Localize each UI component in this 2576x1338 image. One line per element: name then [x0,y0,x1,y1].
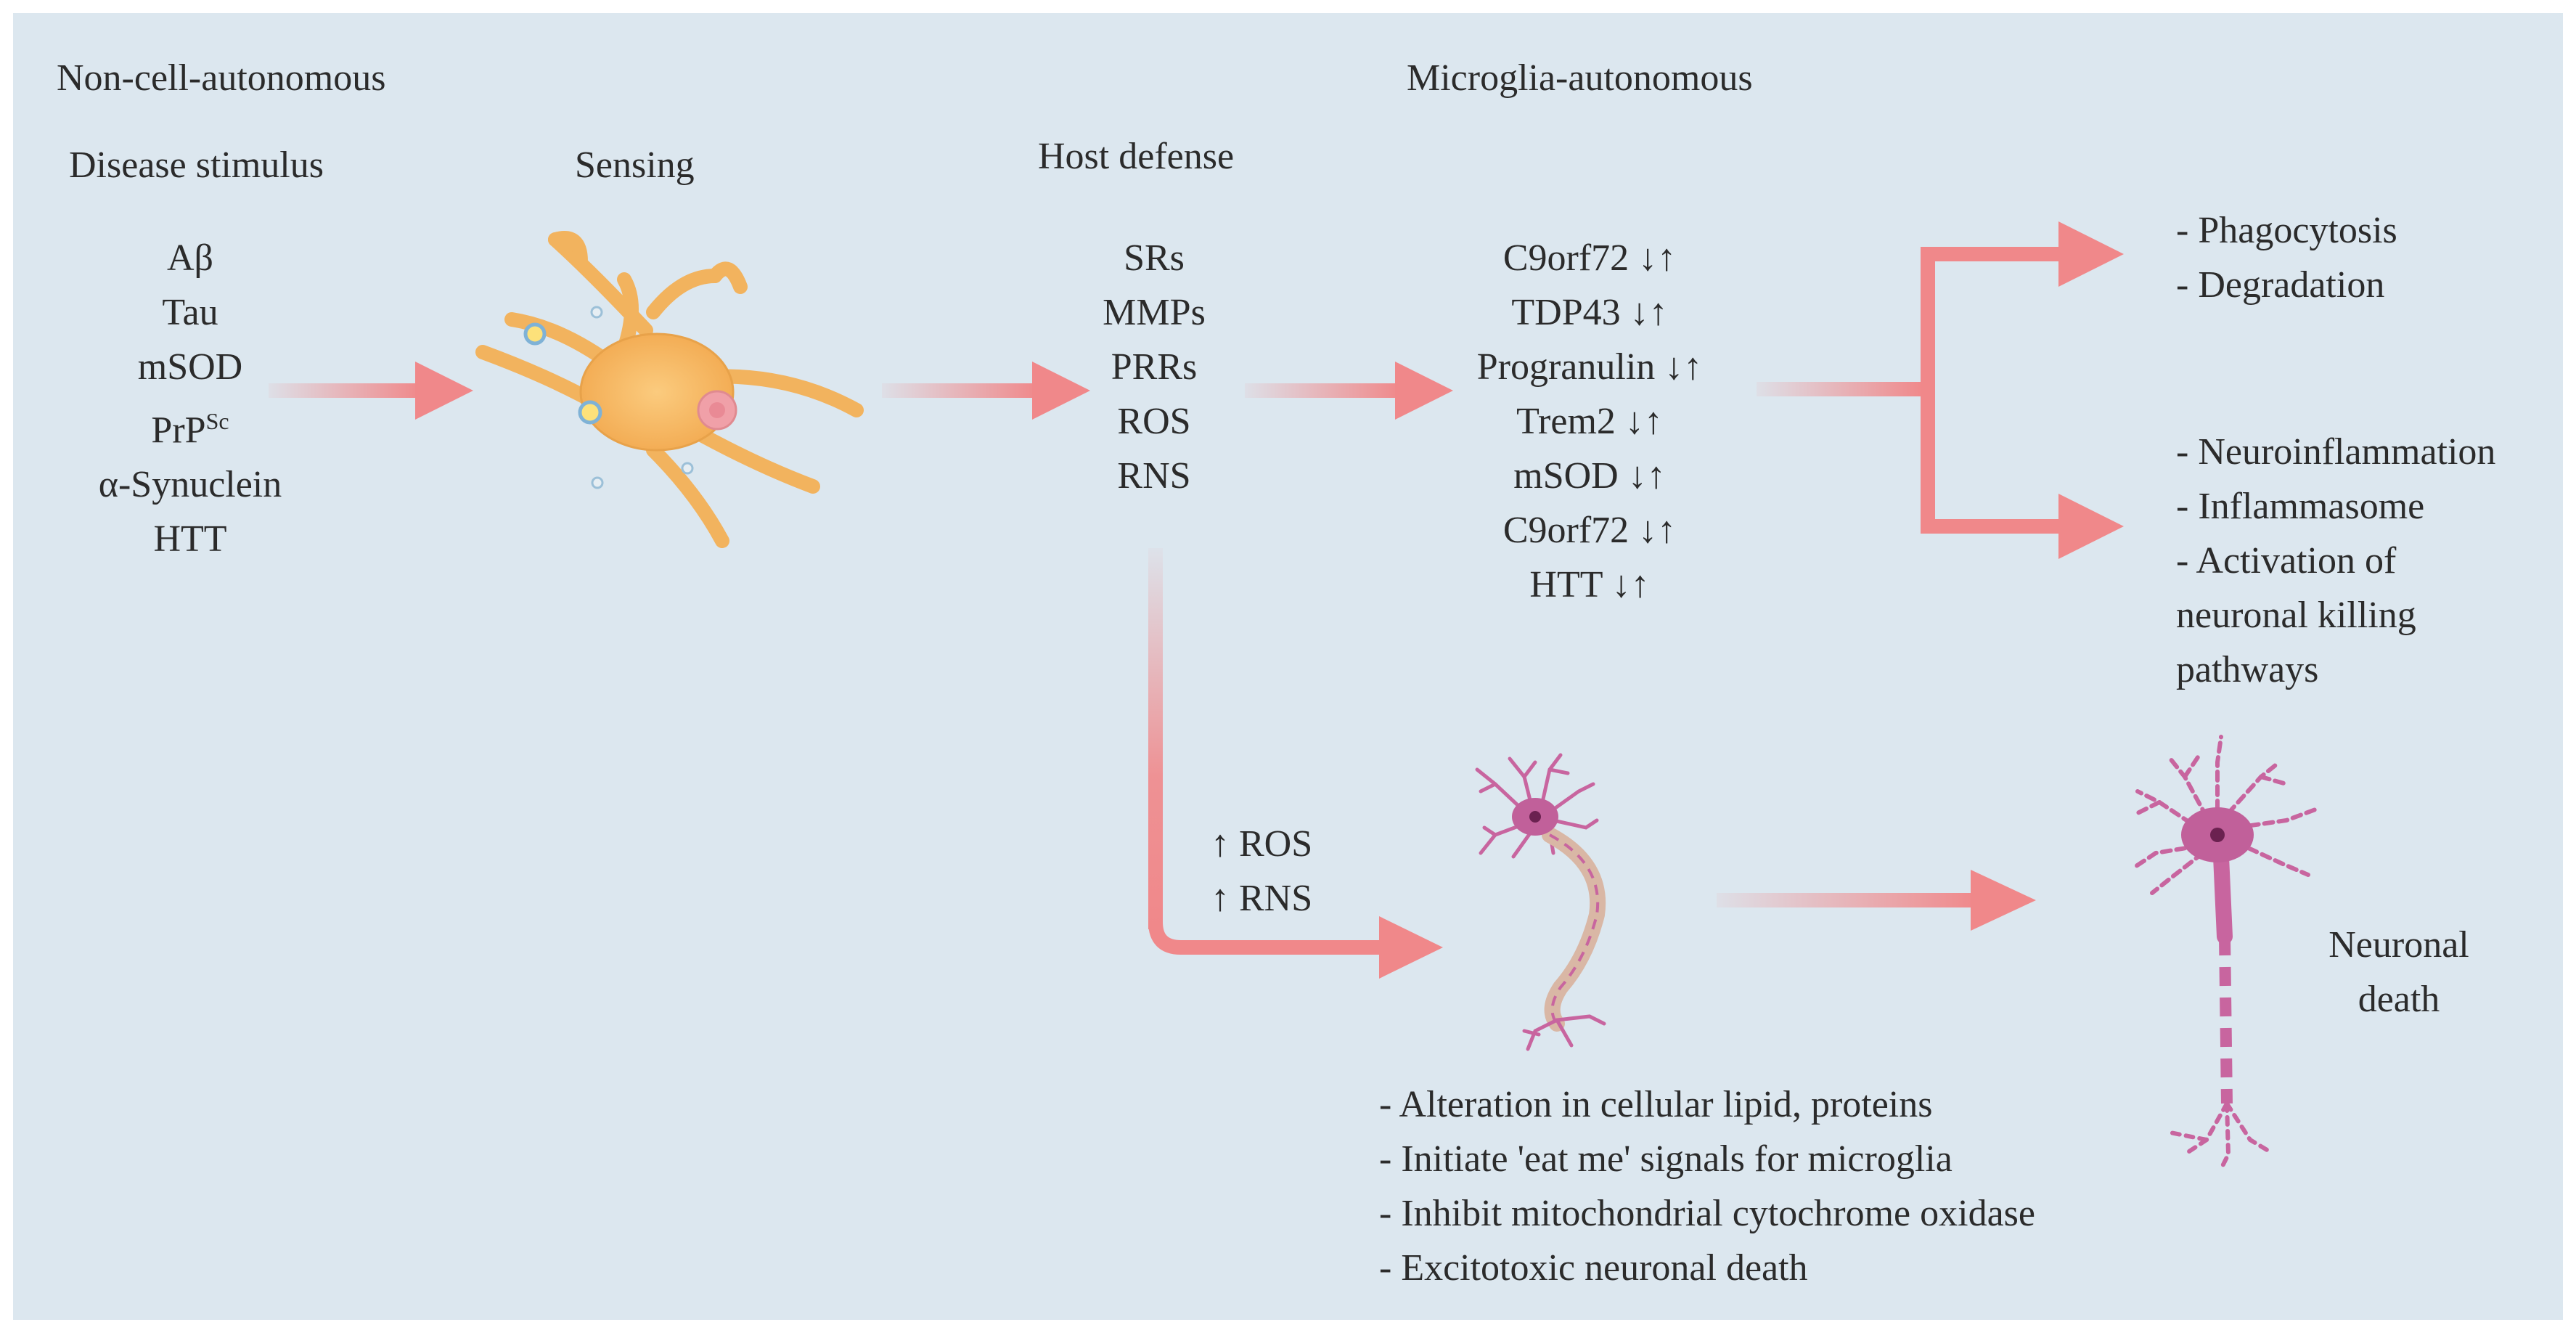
stimulus-item-prp: PrPSc [67,394,314,457]
stimulus-item: mSOD [137,346,243,388]
stimulus-item: PrP [151,409,206,452]
neuron-effects-list: - Alteration in cellular lipid, proteins… [1379,1077,2035,1295]
arrow-stimulus-to-sensing [269,362,473,420]
stimulus-item: Aβ [166,237,213,279]
microglia-autonomous-header: Microglia-autonomous [1407,57,1753,99]
outcomes-top-list: - Phagocytosis - Degradation [2176,203,2397,312]
arrow-ros-rns-to-neuron [1148,548,1443,979]
ros-rns-item: ↑ ROS [1211,823,1313,865]
arrow-neuron-to-death [1717,870,2036,931]
outcome-item: - Phagocytosis [2176,210,2397,251]
outcome-item: - Inflammasome [2176,486,2425,527]
stimulus-item: α-Synuclein [98,464,282,506]
prp-superscript: Sc [205,408,229,434]
host-defense-item: MMPs [1103,292,1206,333]
outcome-item: neuronal killing [2176,595,2416,636]
healthy-neuron-icon [1475,753,1606,1051]
neuron-effect-item: - Initiate 'eat me' signals for microgli… [1379,1138,1953,1180]
neuronal-death-line: death [2358,979,2440,1020]
gene-list: C9orf72 ↓↑ TDP43 ↓↑ Progranulin ↓↑ Trem2… [1437,231,1742,612]
arrow-sensing-to-host-defense [882,362,1090,420]
stimulus-item: Tau [162,292,218,333]
outcomes-mid-list: - Neuroinflammation - Inflammasome - Act… [2176,425,2495,697]
stimulus-item: HTT [153,518,227,560]
gene-item: C9orf72 ↓↑ [1502,237,1677,279]
neuronal-death-label: Neuronal death [2308,918,2490,1027]
neuronal-death-line: Neuronal [2328,924,2469,966]
ros-rns-item: ↑ RNS [1211,878,1313,919]
arrow-genes-to-outcomes [1757,221,2124,559]
neuron-effect-item: - Alteration in cellular lipid, proteins [1379,1084,1933,1125]
ros-rns-list: ↑ ROS ↑ RNS [1211,817,1312,926]
outcome-item: pathways [2176,649,2319,690]
microglia-cell-icon [475,231,864,548]
gene-item: Trem2 ↓↑ [1516,401,1663,442]
stimulus-list: Aβ Tau mSOD PrPSc α-Synuclein HTT [67,231,314,566]
neuron-effect-item: - Excitotoxic neuronal death [1379,1247,1808,1289]
degenerating-neuron-icon [2132,735,2318,1171]
neuron-effect-item: - Inhibit mitochondrial cytochrome oxida… [1379,1193,2035,1234]
gene-item: mSOD ↓↑ [1513,455,1666,497]
gene-item: HTT ↓↑ [1529,564,1650,605]
outcome-item: - Degradation [2176,264,2385,306]
disease-stimulus-header: Disease stimulus [69,144,324,186]
host-defense-item: RNS [1117,455,1191,497]
host-defense-item: ROS [1117,401,1191,442]
gene-item: TDP43 ↓↑ [1511,292,1668,333]
host-defense-list: SRs MMPs PRRs ROS RNS [1045,231,1263,503]
outcome-item: - Neuroinflammation [2176,431,2496,473]
outcome-item: - Activation of [2176,540,2397,582]
gene-item: C9orf72 ↓↑ [1502,510,1677,551]
host-defense-item: PRRs [1111,346,1198,388]
host-defense-item: SRs [1124,237,1185,279]
sensing-header: Sensing [575,144,695,186]
diagram-panel [13,13,2563,1320]
gene-item: Progranulin ↓↑ [1476,346,1703,388]
host-defense-header: Host defense [1038,136,1235,177]
vesicles-icon [523,306,694,489]
arrow-host-defense-to-genes [1245,362,1453,420]
non-cell-autonomous-header: Non-cell-autonomous [57,57,386,99]
